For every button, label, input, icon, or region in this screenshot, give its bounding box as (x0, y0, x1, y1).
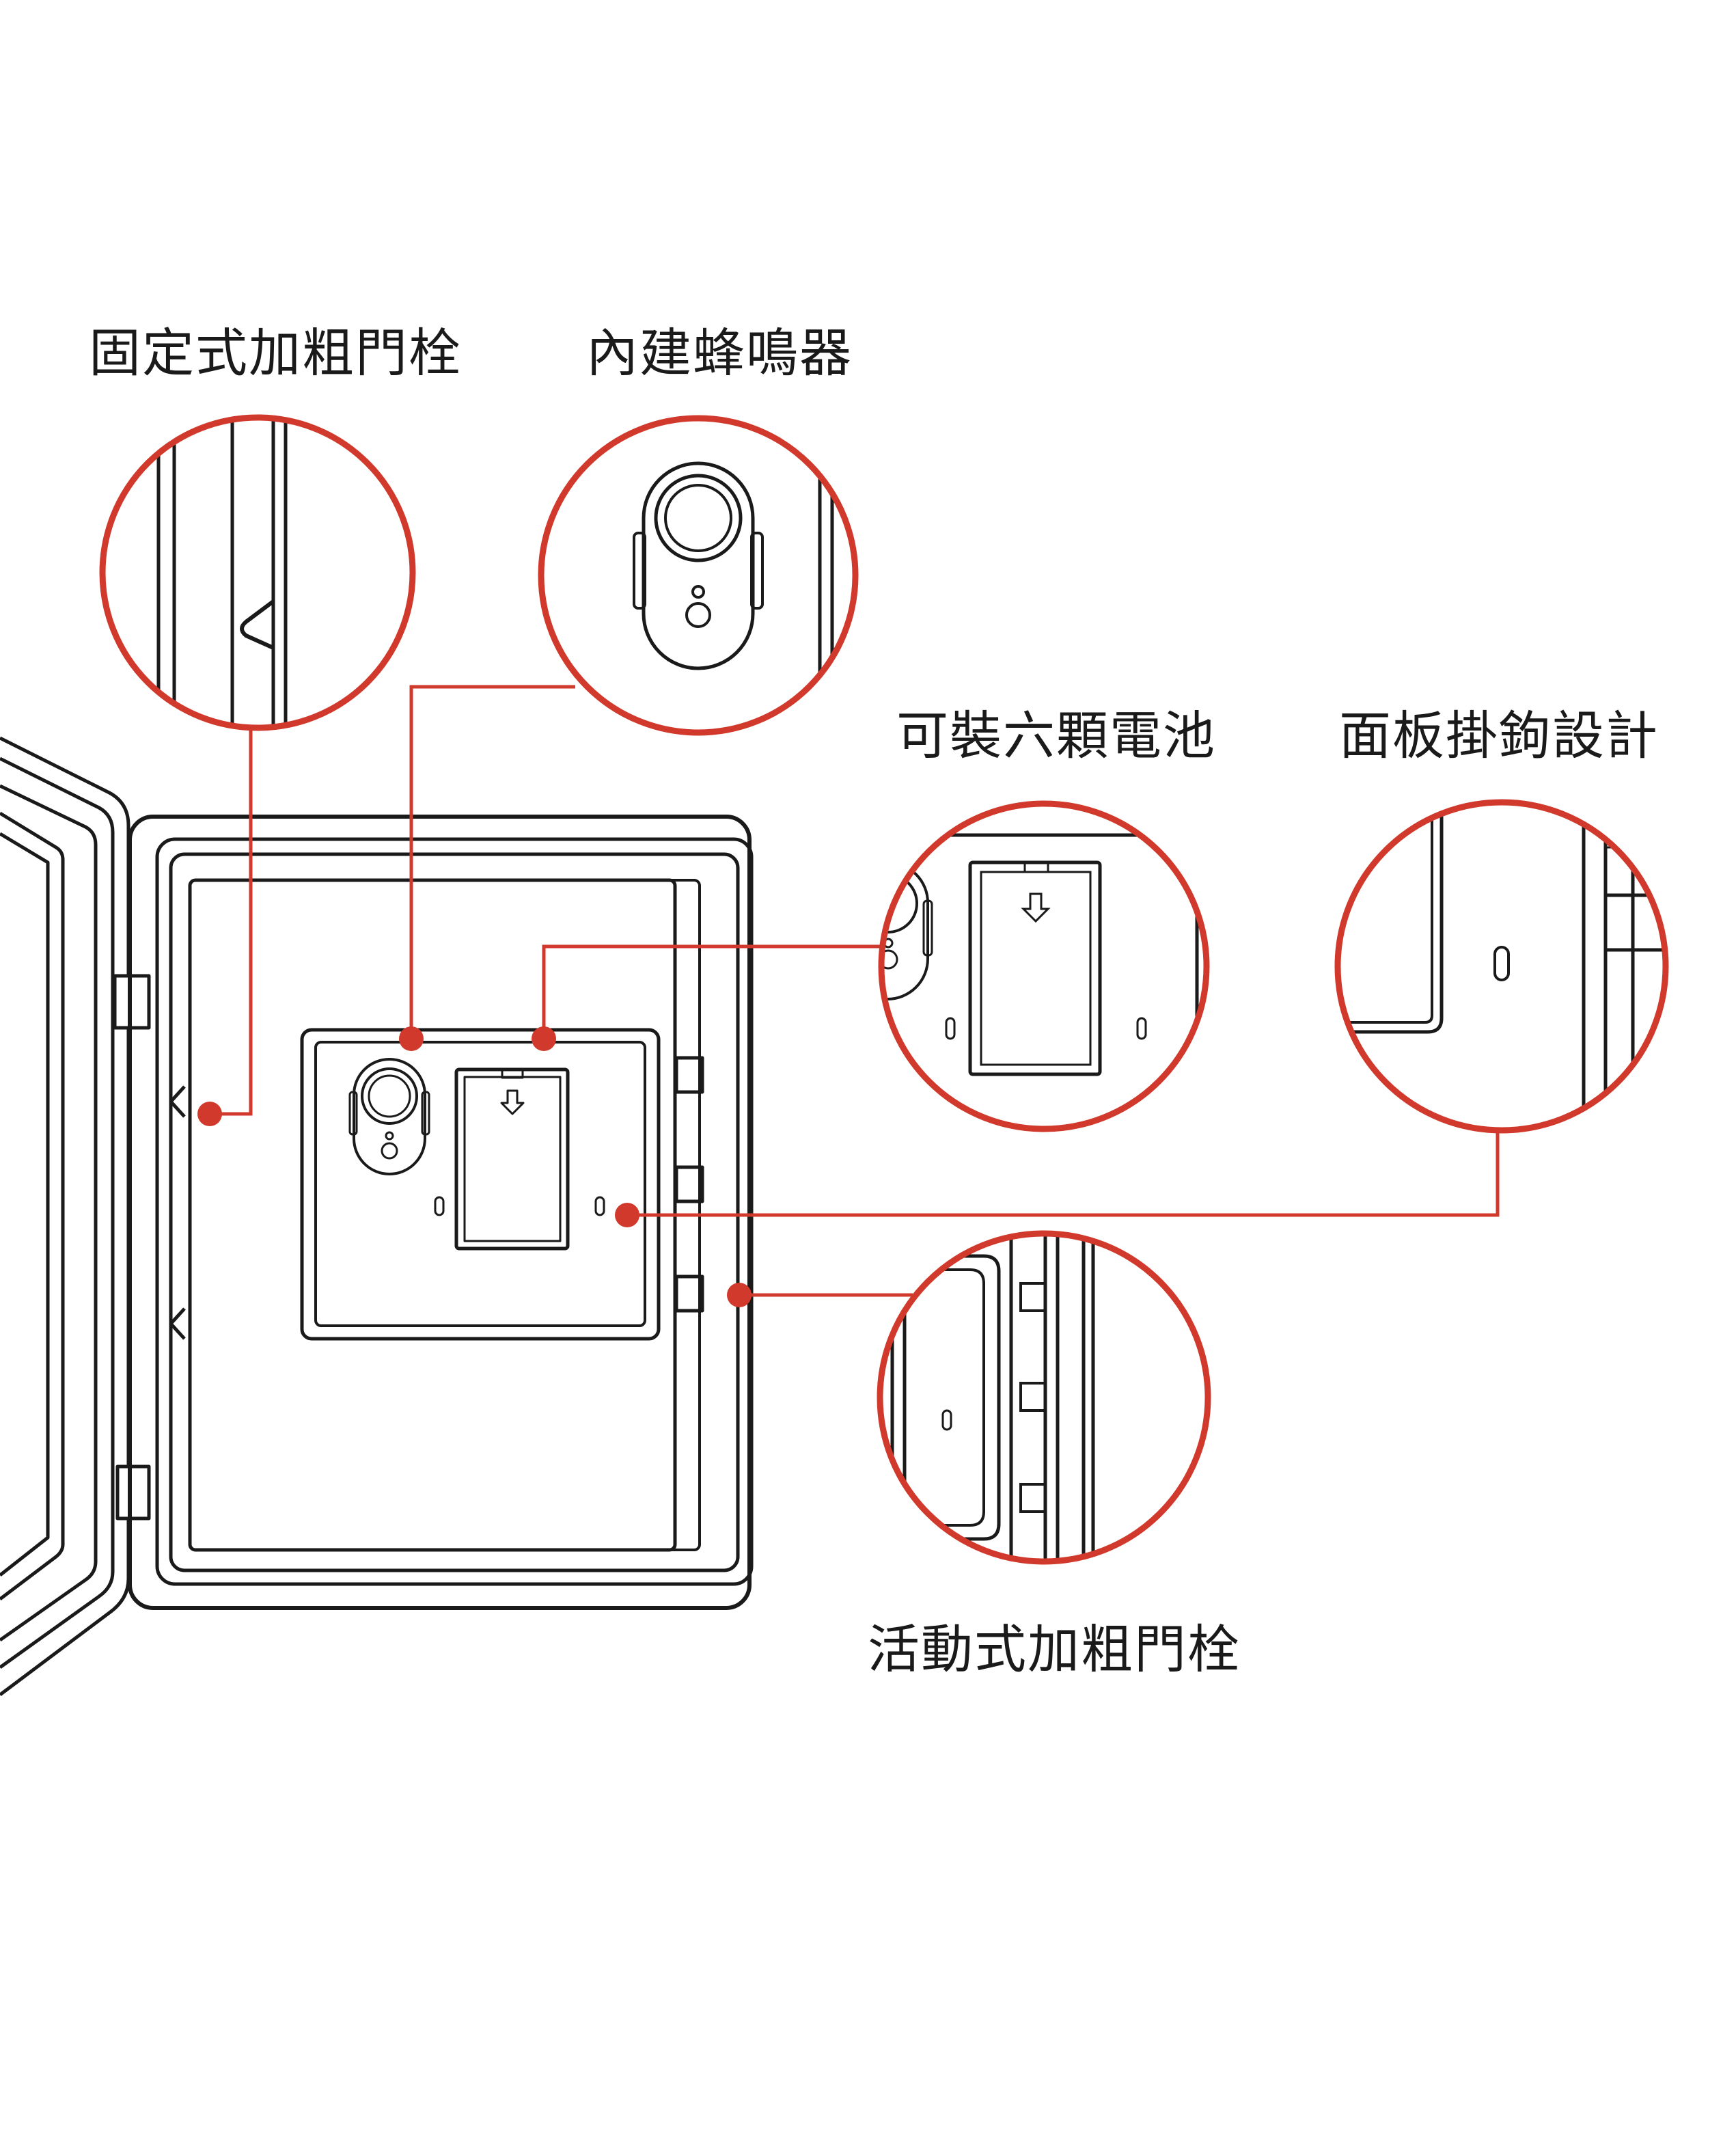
battery-compartment-small (454, 1067, 570, 1251)
zoom-panel-hook (1334, 799, 1669, 1134)
movable-latch-block-1 (674, 1056, 704, 1094)
label-fixed-latch: 固定式加粗門栓 (89, 323, 462, 383)
fixed-latch-notch-1 (169, 1085, 186, 1118)
dot-movable-latch (727, 1283, 752, 1307)
callout-lines (210, 685, 1500, 1297)
fixed-latch-notch-2 (169, 1307, 186, 1340)
movable-latch-block-3 (674, 1274, 704, 1313)
callout-dots (197, 1026, 752, 1307)
open-door (0, 736, 130, 1696)
down-arrow-icon (500, 1089, 525, 1115)
zoom-battery (878, 800, 1210, 1132)
dot-panel-hook (615, 1203, 639, 1227)
control-panel (300, 1028, 661, 1341)
hinge-bottom (115, 1464, 151, 1521)
label-buzzer: 內建蜂鳴器 (586, 323, 853, 383)
safe-body (113, 815, 754, 1610)
label-panel-hook: 面板掛鉤設計 (1339, 705, 1659, 766)
movable-latch-block-2 (674, 1165, 704, 1203)
zoom-buzzer (538, 415, 859, 736)
zoom-movable-latch (877, 1230, 1211, 1565)
buzzer-small (348, 1058, 430, 1175)
zoom-fixed-latch (99, 414, 416, 731)
hook-slot-right (594, 1196, 605, 1216)
hook-slot-left (434, 1196, 445, 1216)
dot-buzzer (399, 1026, 424, 1051)
dot-battery (532, 1026, 556, 1051)
label-battery: 可裝六顆電池 (896, 705, 1216, 766)
dot-fixed-latch (197, 1102, 222, 1126)
label-movable-latch: 活動式加粗門栓 (868, 1619, 1241, 1680)
